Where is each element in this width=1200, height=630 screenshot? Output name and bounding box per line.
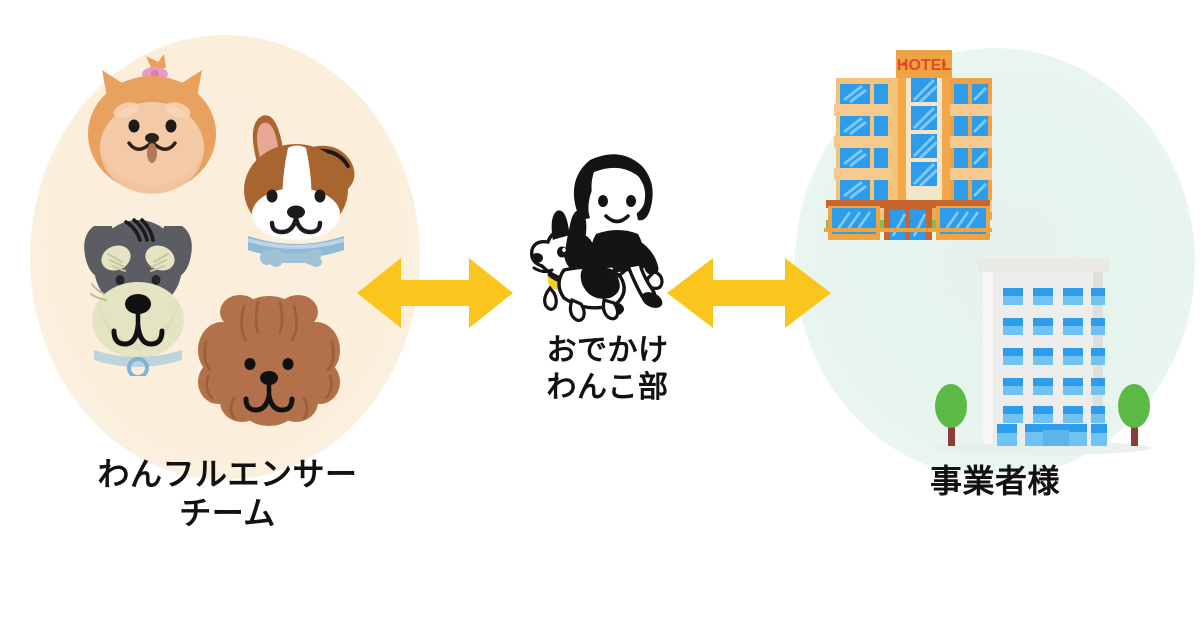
svg-text:HOTEL: HOTEL bbox=[897, 57, 951, 74]
schnauzer-dog-icon bbox=[84, 218, 192, 376]
double-arrow-left-icon bbox=[357, 258, 513, 328]
tree-right-icon bbox=[1118, 384, 1150, 446]
left-group-label: わんフルエンサー チーム bbox=[97, 456, 358, 532]
person-walking-dog-icon bbox=[530, 154, 664, 323]
tree-left-icon bbox=[935, 384, 967, 446]
toy-poodle-dog-icon bbox=[198, 295, 340, 426]
center-group-label: おでかけ わんこ部 bbox=[546, 334, 669, 404]
double-arrow-right-icon bbox=[667, 258, 831, 328]
pomeranian-dog-icon bbox=[88, 54, 216, 194]
right-group-label: 事業者様 bbox=[929, 463, 1060, 499]
office-building-icon bbox=[932, 258, 1152, 455]
corgi-dog-icon bbox=[244, 115, 355, 267]
hotel-building-icon: HOTEL bbox=[824, 50, 992, 240]
